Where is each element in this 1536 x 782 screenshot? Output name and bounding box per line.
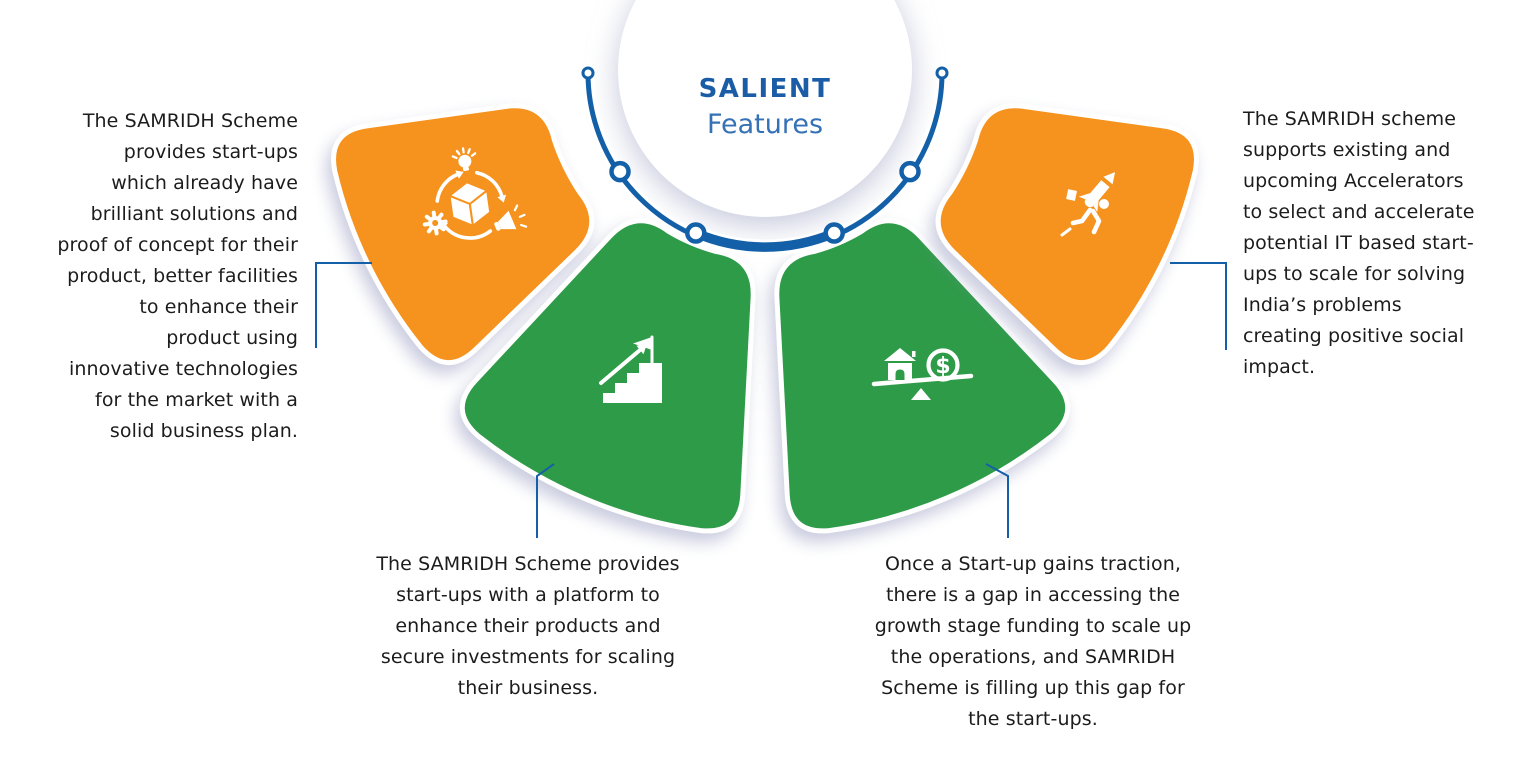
product-innovation-icon bbox=[422, 147, 528, 240]
dollar-coin bbox=[926, 348, 960, 382]
timeline-arc bbox=[581, 66, 949, 256]
arc-node bbox=[899, 160, 921, 183]
feature-cards bbox=[331, 103, 1199, 534]
arc-thick-segment bbox=[693, 228, 837, 252]
growth-stairs-icon bbox=[599, 335, 662, 403]
card-product-enhancement bbox=[331, 103, 595, 366]
motion-line bbox=[1060, 227, 1072, 237]
arc-endpoint-dot bbox=[581, 66, 595, 80]
feature-text-platform-investments: The SAMRIDH Scheme provides start-ups wi… bbox=[376, 553, 680, 699]
fulcrum bbox=[911, 388, 931, 400]
card-accelerators bbox=[935, 103, 1199, 366]
dollar-symbol: $ bbox=[935, 354, 950, 379]
connector-bottom-left bbox=[536, 463, 555, 538]
funding-balance-icon: $ bbox=[871, 348, 974, 400]
arc-node bbox=[685, 222, 707, 244]
cube bbox=[448, 181, 492, 227]
bulb-rays bbox=[451, 147, 477, 160]
card-funding-gap bbox=[774, 218, 1071, 534]
pack bbox=[1066, 189, 1077, 201]
arc-node bbox=[609, 160, 631, 183]
megaphone bbox=[494, 204, 528, 231]
connector-left bbox=[315, 262, 372, 348]
rocket bbox=[1078, 172, 1116, 213]
arc-endpoint-dot bbox=[935, 66, 949, 80]
connector-right bbox=[1170, 262, 1227, 350]
arc-node bbox=[823, 222, 845, 244]
feature-text-product-enhancement: The SAMRIDH Scheme provides start-ups wh… bbox=[57, 110, 298, 442]
connector-bottom-right bbox=[985, 463, 1009, 538]
feature-text-accelerators: The SAMRIDH scheme supports existing and… bbox=[1243, 108, 1475, 378]
rocket-runner-icon bbox=[1060, 172, 1116, 237]
center-circle bbox=[618, 0, 912, 217]
house bbox=[884, 348, 916, 380]
runner-head bbox=[1099, 199, 1109, 209]
connectors bbox=[315, 262, 1227, 538]
title-secondary: Features bbox=[706, 109, 824, 140]
title-primary: SALIENT bbox=[698, 74, 832, 104]
title-block: SALIENT Features bbox=[615, 76, 915, 138]
runner-legs bbox=[1070, 207, 1102, 235]
feature-text-funding-gap: Once a Start-up gains traction, there is… bbox=[874, 553, 1192, 730]
